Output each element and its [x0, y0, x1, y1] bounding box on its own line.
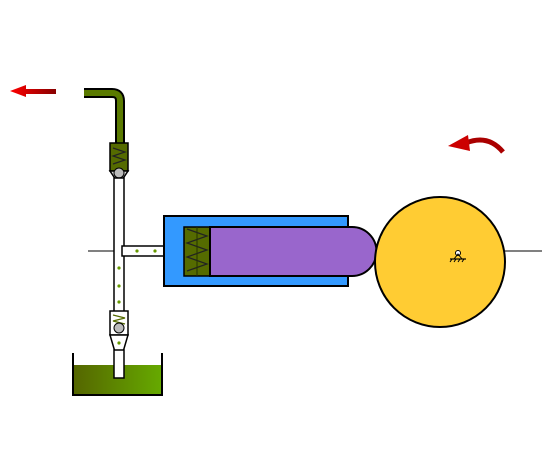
discharge-valve-ball	[113, 167, 125, 179]
return-spring	[183, 226, 211, 277]
discharge-pipe	[84, 88, 125, 145]
arrow-left-icon	[10, 85, 56, 97]
discharge-valve	[108, 142, 130, 181]
plunger	[209, 226, 378, 277]
eccentric-cam	[374, 196, 506, 328]
suction-valve-ball	[113, 322, 125, 334]
curved-arrow-ccw-icon	[448, 135, 505, 154]
suction-valve	[108, 310, 130, 353]
suction-pipe	[113, 349, 125, 379]
oil-reservoir	[72, 349, 163, 396]
vertical-channel	[113, 177, 125, 313]
ground-pivot-icon	[449, 250, 466, 263]
